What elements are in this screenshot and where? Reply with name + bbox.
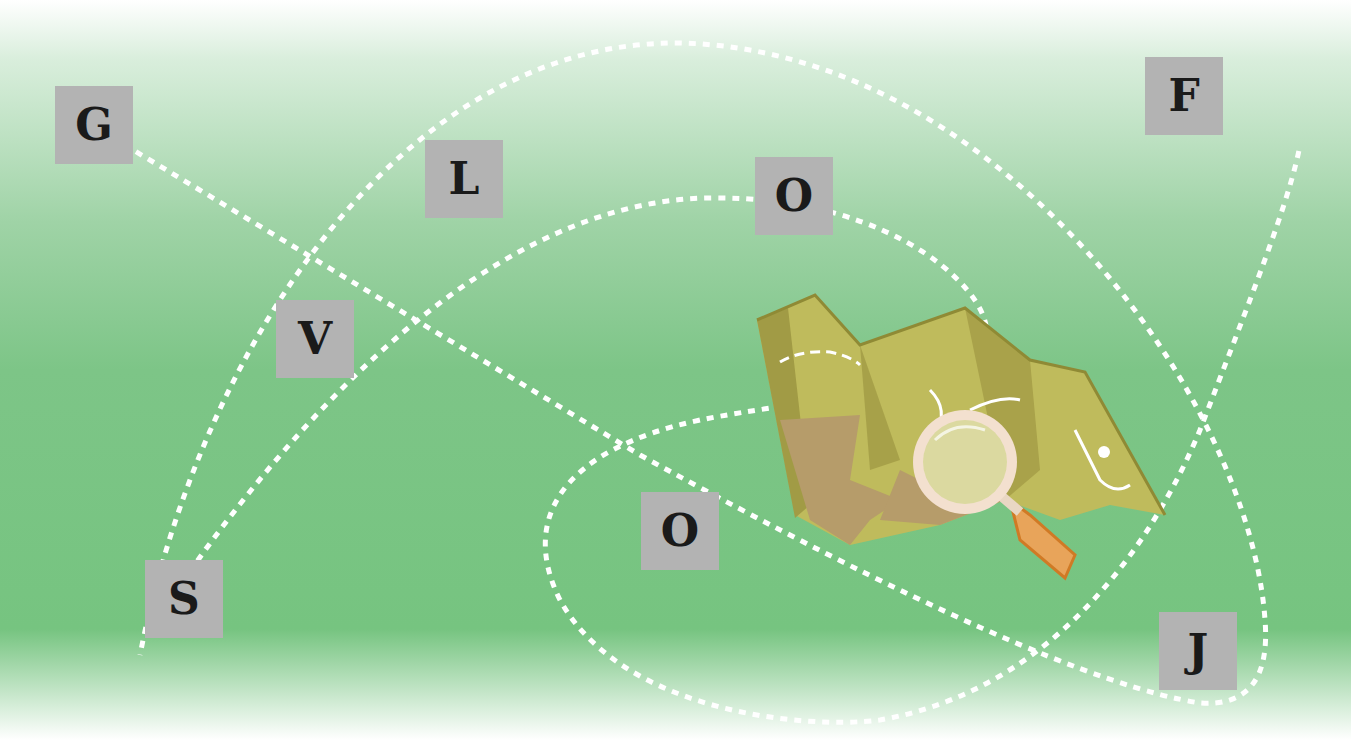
letter-tile: O — [755, 157, 833, 235]
letter-tile: L — [425, 140, 503, 218]
dashed-trail — [100, 43, 1266, 703]
letter-tile: O — [641, 492, 719, 570]
tile-letter: L — [449, 157, 480, 201]
letter-tile: S — [145, 560, 223, 638]
letter-tile: F — [1145, 57, 1223, 135]
letter-tile: G — [55, 86, 133, 164]
tile-letter: O — [775, 174, 813, 218]
tile-letter: S — [168, 577, 200, 621]
tile-letter: F — [1168, 74, 1199, 118]
magnifying-glass — [913, 410, 1075, 578]
tile-letter: J — [1188, 629, 1209, 673]
tile-letter: O — [661, 509, 699, 553]
dashed-trail — [150, 145, 1300, 722]
letter-tile: J — [1159, 612, 1237, 690]
letter-tile: V — [276, 300, 354, 378]
tile-letter: G — [75, 103, 113, 147]
folded-map — [757, 295, 1165, 545]
tile-letter: V — [298, 317, 332, 361]
